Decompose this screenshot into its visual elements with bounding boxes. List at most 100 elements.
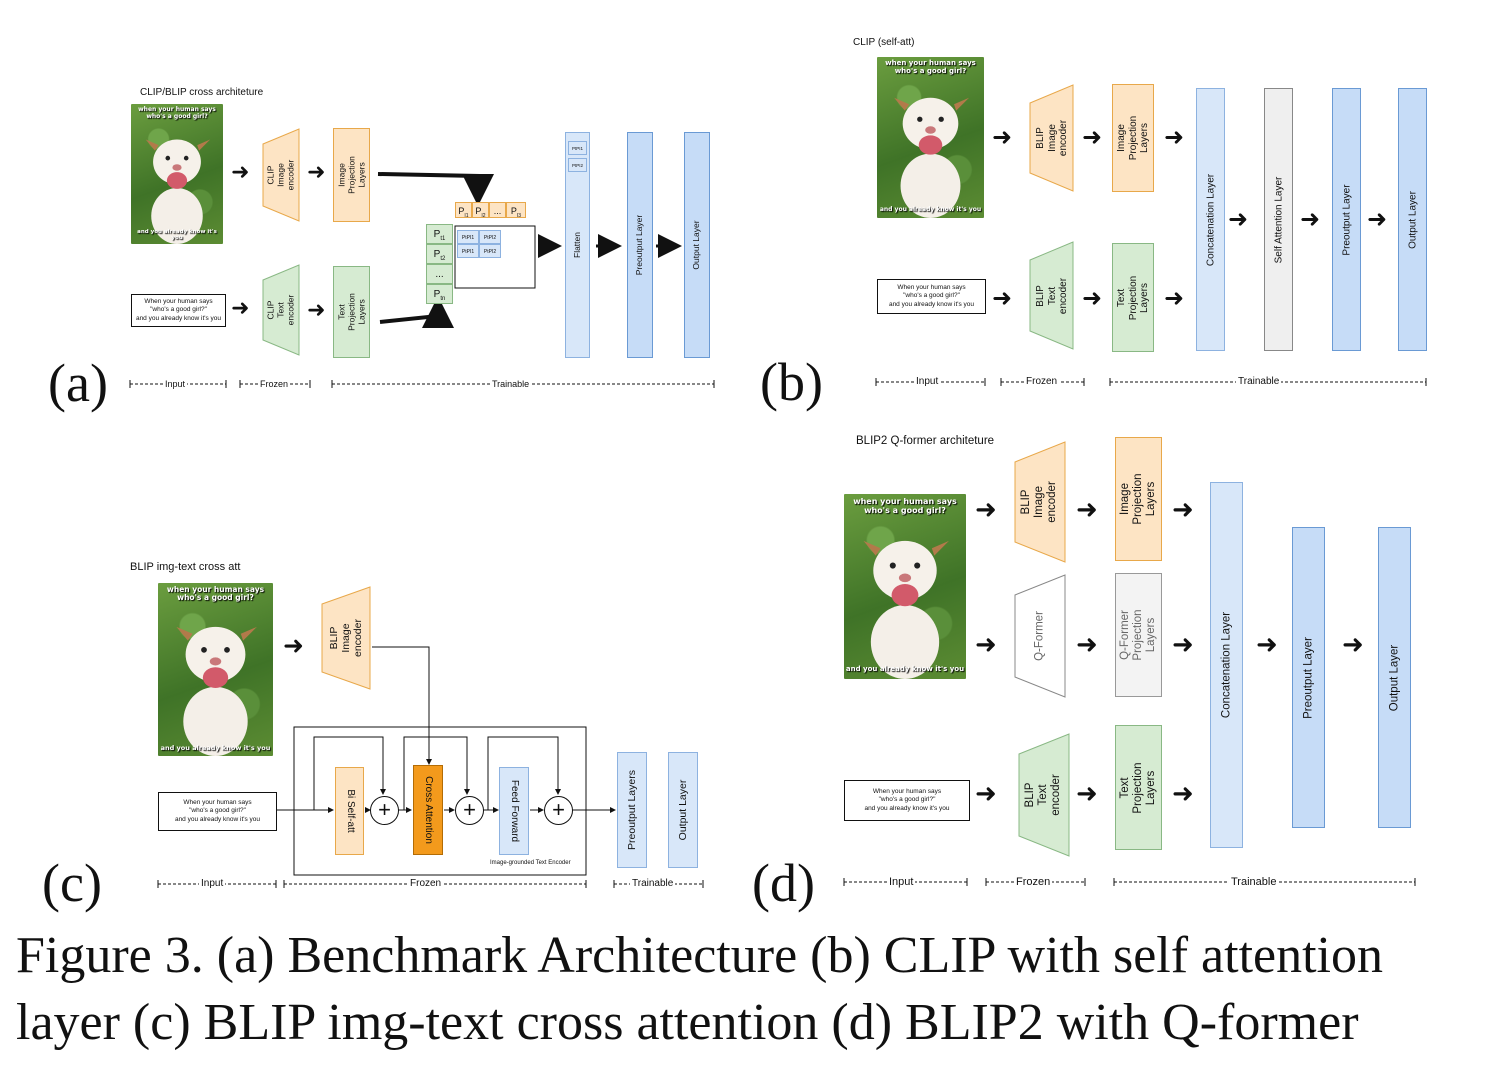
- legend-trainable: Trainable: [630, 878, 676, 889]
- arrow-right-icon: ➜: [1076, 779, 1098, 809]
- panel-b-title: CLIP (self-att): [853, 37, 915, 48]
- legend-input: Input: [199, 878, 226, 889]
- add-node-icon: +: [455, 796, 484, 825]
- dog-meme-image: when your human says who's a good girl? …: [131, 104, 223, 244]
- legend-frozen: Frozen: [1014, 876, 1053, 888]
- arrow-right-icon: ➜: [1076, 495, 1098, 525]
- arrow-right-icon: ➜: [1164, 123, 1185, 151]
- legend-ticks: [129, 378, 1427, 888]
- image-projection-label: Image Projection Layers: [1118, 473, 1158, 525]
- arrow-right-icon: ➜: [992, 284, 1013, 312]
- legend-frozen: Frozen: [408, 878, 444, 889]
- arrow-right-icon: ➜: [992, 123, 1013, 151]
- blip-text-encoder: BLIP Text encoder: [1018, 733, 1070, 857]
- panel-a-connectors: [377, 172, 682, 328]
- arrow-right-icon: ➜: [1172, 630, 1194, 660]
- arrow-right-icon: ➜: [1164, 284, 1185, 312]
- legend-input: Input: [887, 876, 916, 888]
- panel-d-title: BLIP2 Q-former architeture: [856, 435, 995, 447]
- p-cell: Pt2: [426, 244, 453, 264]
- matrix-cell: PtPI1: [457, 230, 479, 244]
- similarity-matrix: PtPI1 PtPI2 PtPI1 PtPI2: [457, 230, 501, 258]
- panel-c-label: (c): [42, 853, 102, 913]
- clip-image-encoder: CLIP Image encoder: [262, 128, 300, 222]
- output-layer: Output Layer: [684, 132, 710, 358]
- arrow-right-icon: ➜: [1076, 630, 1098, 660]
- p-cell: Ptn: [426, 284, 453, 304]
- flatten-cell: PtPI2: [568, 158, 587, 172]
- cross-attention-layer: Cross Attention: [413, 765, 443, 855]
- q-former-projection-layers: Q-Former Projection Layers: [1115, 573, 1162, 697]
- panel-d-label: (d): [752, 853, 815, 913]
- panel-c-connectors: [276, 646, 616, 876]
- flatten-layer: PtPI1 PtPI2 Flatten: [565, 132, 590, 358]
- output-layer: Output Layer: [1398, 88, 1427, 351]
- blip-text-encoder: BLIP Text encoder: [1029, 241, 1074, 350]
- image-projection-layers: Image Projection Layers: [333, 128, 370, 222]
- text-projection-label: Text Projection Layers: [335, 293, 366, 331]
- concatenation-label: Concatenation Layer: [1219, 611, 1232, 719]
- meme-top-text: when your human says who's a good girl?: [885, 59, 976, 75]
- self-attention-label: Self Attention Layer: [1272, 176, 1284, 263]
- arrow-right-icon: ➜: [1256, 630, 1278, 660]
- flatten-label: Flatten: [571, 232, 582, 258]
- p-cell: ...: [426, 264, 453, 284]
- p-cell: ...: [489, 202, 506, 218]
- p-cell: Pt1: [426, 224, 453, 244]
- add-node-icon: +: [370, 796, 399, 825]
- arrow-right-icon: ➜: [307, 298, 326, 323]
- arrow-right-icon: ➜: [975, 779, 997, 809]
- caption-line-1: Figure 3. (a) Benchmark Architecture (b)…: [16, 927, 1384, 984]
- text-projection-layers: Text Projection Layers: [1112, 243, 1154, 352]
- arrow-right-icon: ➜: [1300, 205, 1321, 233]
- text-projection-layers: Text Projection Layers: [1115, 725, 1162, 850]
- p-cell: PI3: [506, 202, 526, 219]
- clip-text-encoder-label: CLIP Text encoder: [265, 294, 295, 326]
- self-attention-layer: Self Attention Layer: [1264, 88, 1293, 351]
- output-layer: Output Layer: [1378, 527, 1411, 828]
- clip-image-encoder-label: CLIP Image encoder: [265, 159, 295, 191]
- q-former: Q-Former: [1014, 574, 1066, 698]
- blip-image-encoder-label: BLIP Image encoder: [1020, 481, 1059, 523]
- dog-icon: [894, 97, 970, 218]
- similarity-matrix-frame: [454, 225, 536, 289]
- arrow-right-icon: ➜: [231, 160, 250, 185]
- bi-self-att-label: Bi Self-att: [344, 789, 356, 833]
- image-to-cross-attention: [372, 646, 432, 765]
- text-input-box: When your human says "who's a good girl?…: [877, 279, 986, 314]
- legend-trainable: Trainable: [1236, 376, 1282, 387]
- feed-forward-label: Feed Forward: [508, 779, 520, 843]
- legend-frozen: Frozen: [1024, 376, 1060, 387]
- text-input-box: When your human says "who's a good girl?…: [131, 294, 226, 327]
- blip-image-encoder: BLIP Image encoder: [321, 586, 371, 690]
- blip-image-encoder: BLIP Image encoder: [1014, 441, 1066, 563]
- panel-a-title: CLIP/BLIP cross architeture: [140, 87, 264, 98]
- preoutput-label: Preoutput Layer: [1340, 183, 1352, 256]
- dog-meme-image: when your human says who's a good girl? …: [158, 583, 273, 756]
- cross-attention-label: Cross Attention: [422, 776, 434, 844]
- image-projection-label: Image Projection Layers: [335, 156, 366, 194]
- legend-trainable: Trainable: [490, 379, 532, 389]
- output-label: Output Layer: [691, 220, 702, 270]
- preoutput-label: Preoutput Layer: [634, 214, 645, 276]
- matrix-cell: PtPI1: [457, 244, 479, 258]
- arrow-right-icon: ➜: [1082, 123, 1103, 151]
- output-label: Output Layer: [1387, 644, 1400, 711]
- dog-meme-image: when your human says who's a good girl? …: [844, 494, 966, 679]
- text-input-box: When your human says "who's a good girl?…: [844, 780, 970, 821]
- image-embedding-row: PI1 PI2 ... PI3: [455, 202, 526, 219]
- flatten-cell: PtPI1: [568, 141, 587, 155]
- arrow-right-icon: ➜: [1342, 630, 1364, 660]
- legend-frozen: Frozen: [258, 379, 291, 389]
- image-to-prow-arrow: [377, 172, 494, 206]
- arrow-right-icon: ➜: [975, 630, 997, 660]
- bi-self-att-layer: Bi Self-att: [335, 767, 364, 855]
- blip-text-encoder-label: BLIP Text encoder: [1034, 277, 1069, 314]
- p-cell: PI2: [472, 202, 489, 219]
- text-to-pcol-arrow: [379, 296, 454, 328]
- matrix-cell: PtPI2: [479, 244, 501, 258]
- image-projection-label: Image Projection Layers: [1115, 115, 1150, 161]
- text-projection-layers: Text Projection Layers: [333, 266, 370, 358]
- arrow-right-icon: ➜: [231, 296, 250, 321]
- image-projection-layers: Image Projection Layers: [1115, 437, 1162, 561]
